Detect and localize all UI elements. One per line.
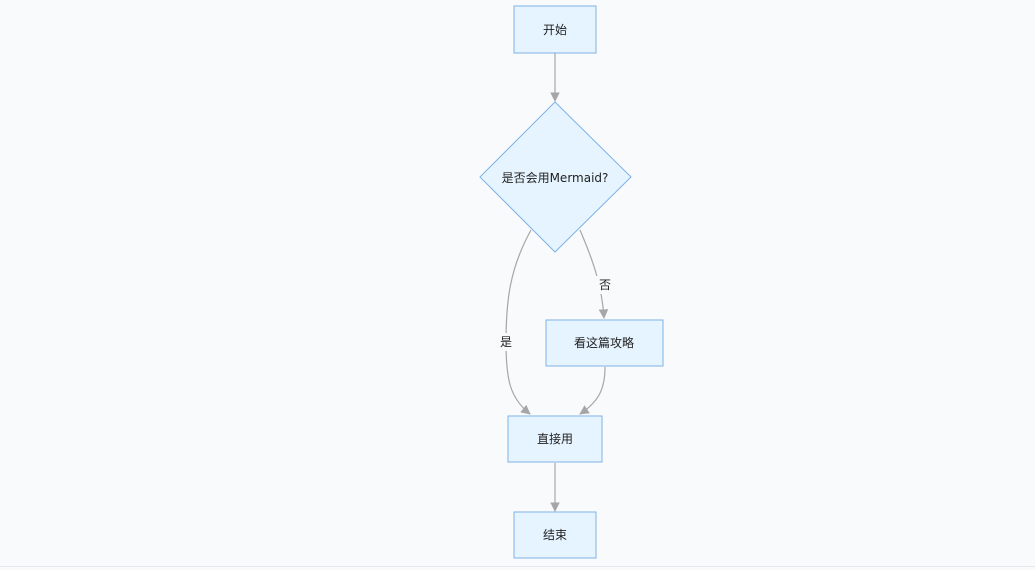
edge-guide-to-use — [579, 366, 606, 415]
edge-decision-yes — [505, 229, 532, 415]
node-read-guide: 看这篇攻略 — [545, 319, 664, 367]
node-decision: 是否会用Mermaid? — [479, 101, 632, 253]
edge-label-yes-text: 是 — [500, 335, 512, 349]
edge-label-yes: 是 — [497, 333, 515, 351]
node-read-guide-label: 看这篇攻略 — [574, 335, 634, 350]
node-start: 开始 — [513, 5, 597, 54]
edge-decision-no — [579, 229, 609, 319]
node-end-label: 结束 — [543, 528, 567, 542]
bottom-divider — [0, 566, 1035, 567]
node-use-directly: 直接用 — [507, 415, 603, 463]
edge-label-no: 否 — [596, 276, 614, 294]
node-start-label: 开始 — [543, 23, 567, 37]
node-end: 结束 — [513, 511, 597, 559]
node-decision-label: 是否会用Mermaid? — [502, 171, 609, 185]
edge-label-no-text: 否 — [599, 278, 611, 292]
node-use-directly-label: 直接用 — [537, 431, 573, 446]
